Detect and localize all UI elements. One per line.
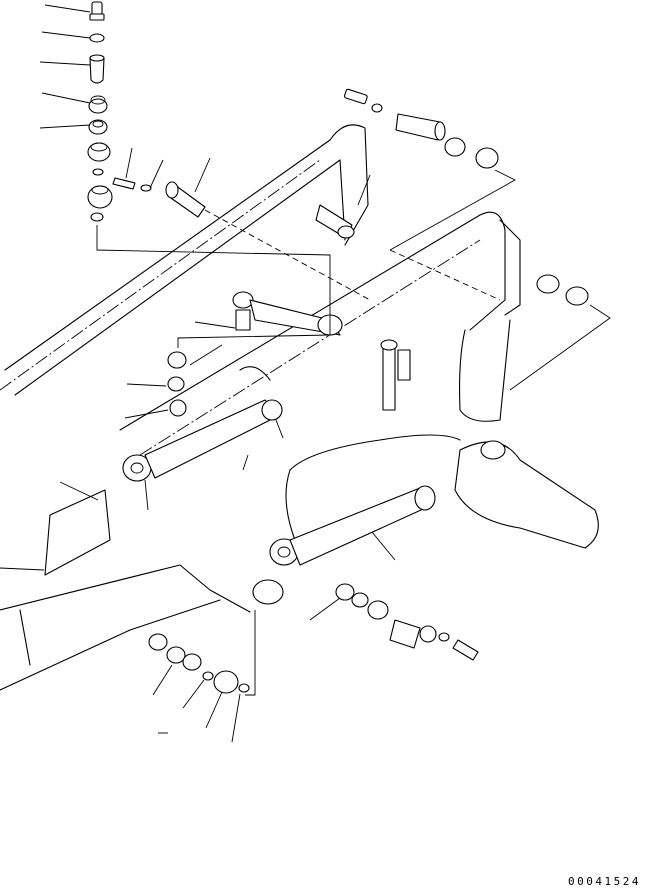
mid-link [178,292,342,348]
axle-housing [455,441,598,548]
mid-bushings [168,352,186,416]
pin-under-bracket [316,205,354,238]
stack-bolt [90,2,104,20]
plate-left [45,490,110,575]
stack-washer [90,34,104,42]
bottom-right-pin-set [336,584,478,660]
stack-pin [90,55,104,83]
lower-link-left [123,400,282,481]
stack-bushing-3 [88,143,110,161]
leader-lines [0,5,395,742]
centre-lines [0,160,500,455]
lower-link-right [253,486,435,604]
bolt-top-right [344,89,515,250]
drawing-code: 00041524 [568,875,641,888]
stack-bushing-1 [89,96,107,113]
bolt-mid-top [113,178,205,217]
stack-bushing-4 [88,186,112,208]
stack-bushing-2 [89,120,107,134]
stack-ring [93,169,103,175]
vertical-arm [381,340,410,410]
stack-washer-2 [91,213,103,221]
bottom-left-bushing-set [149,610,255,695]
bushings-right [510,275,610,390]
